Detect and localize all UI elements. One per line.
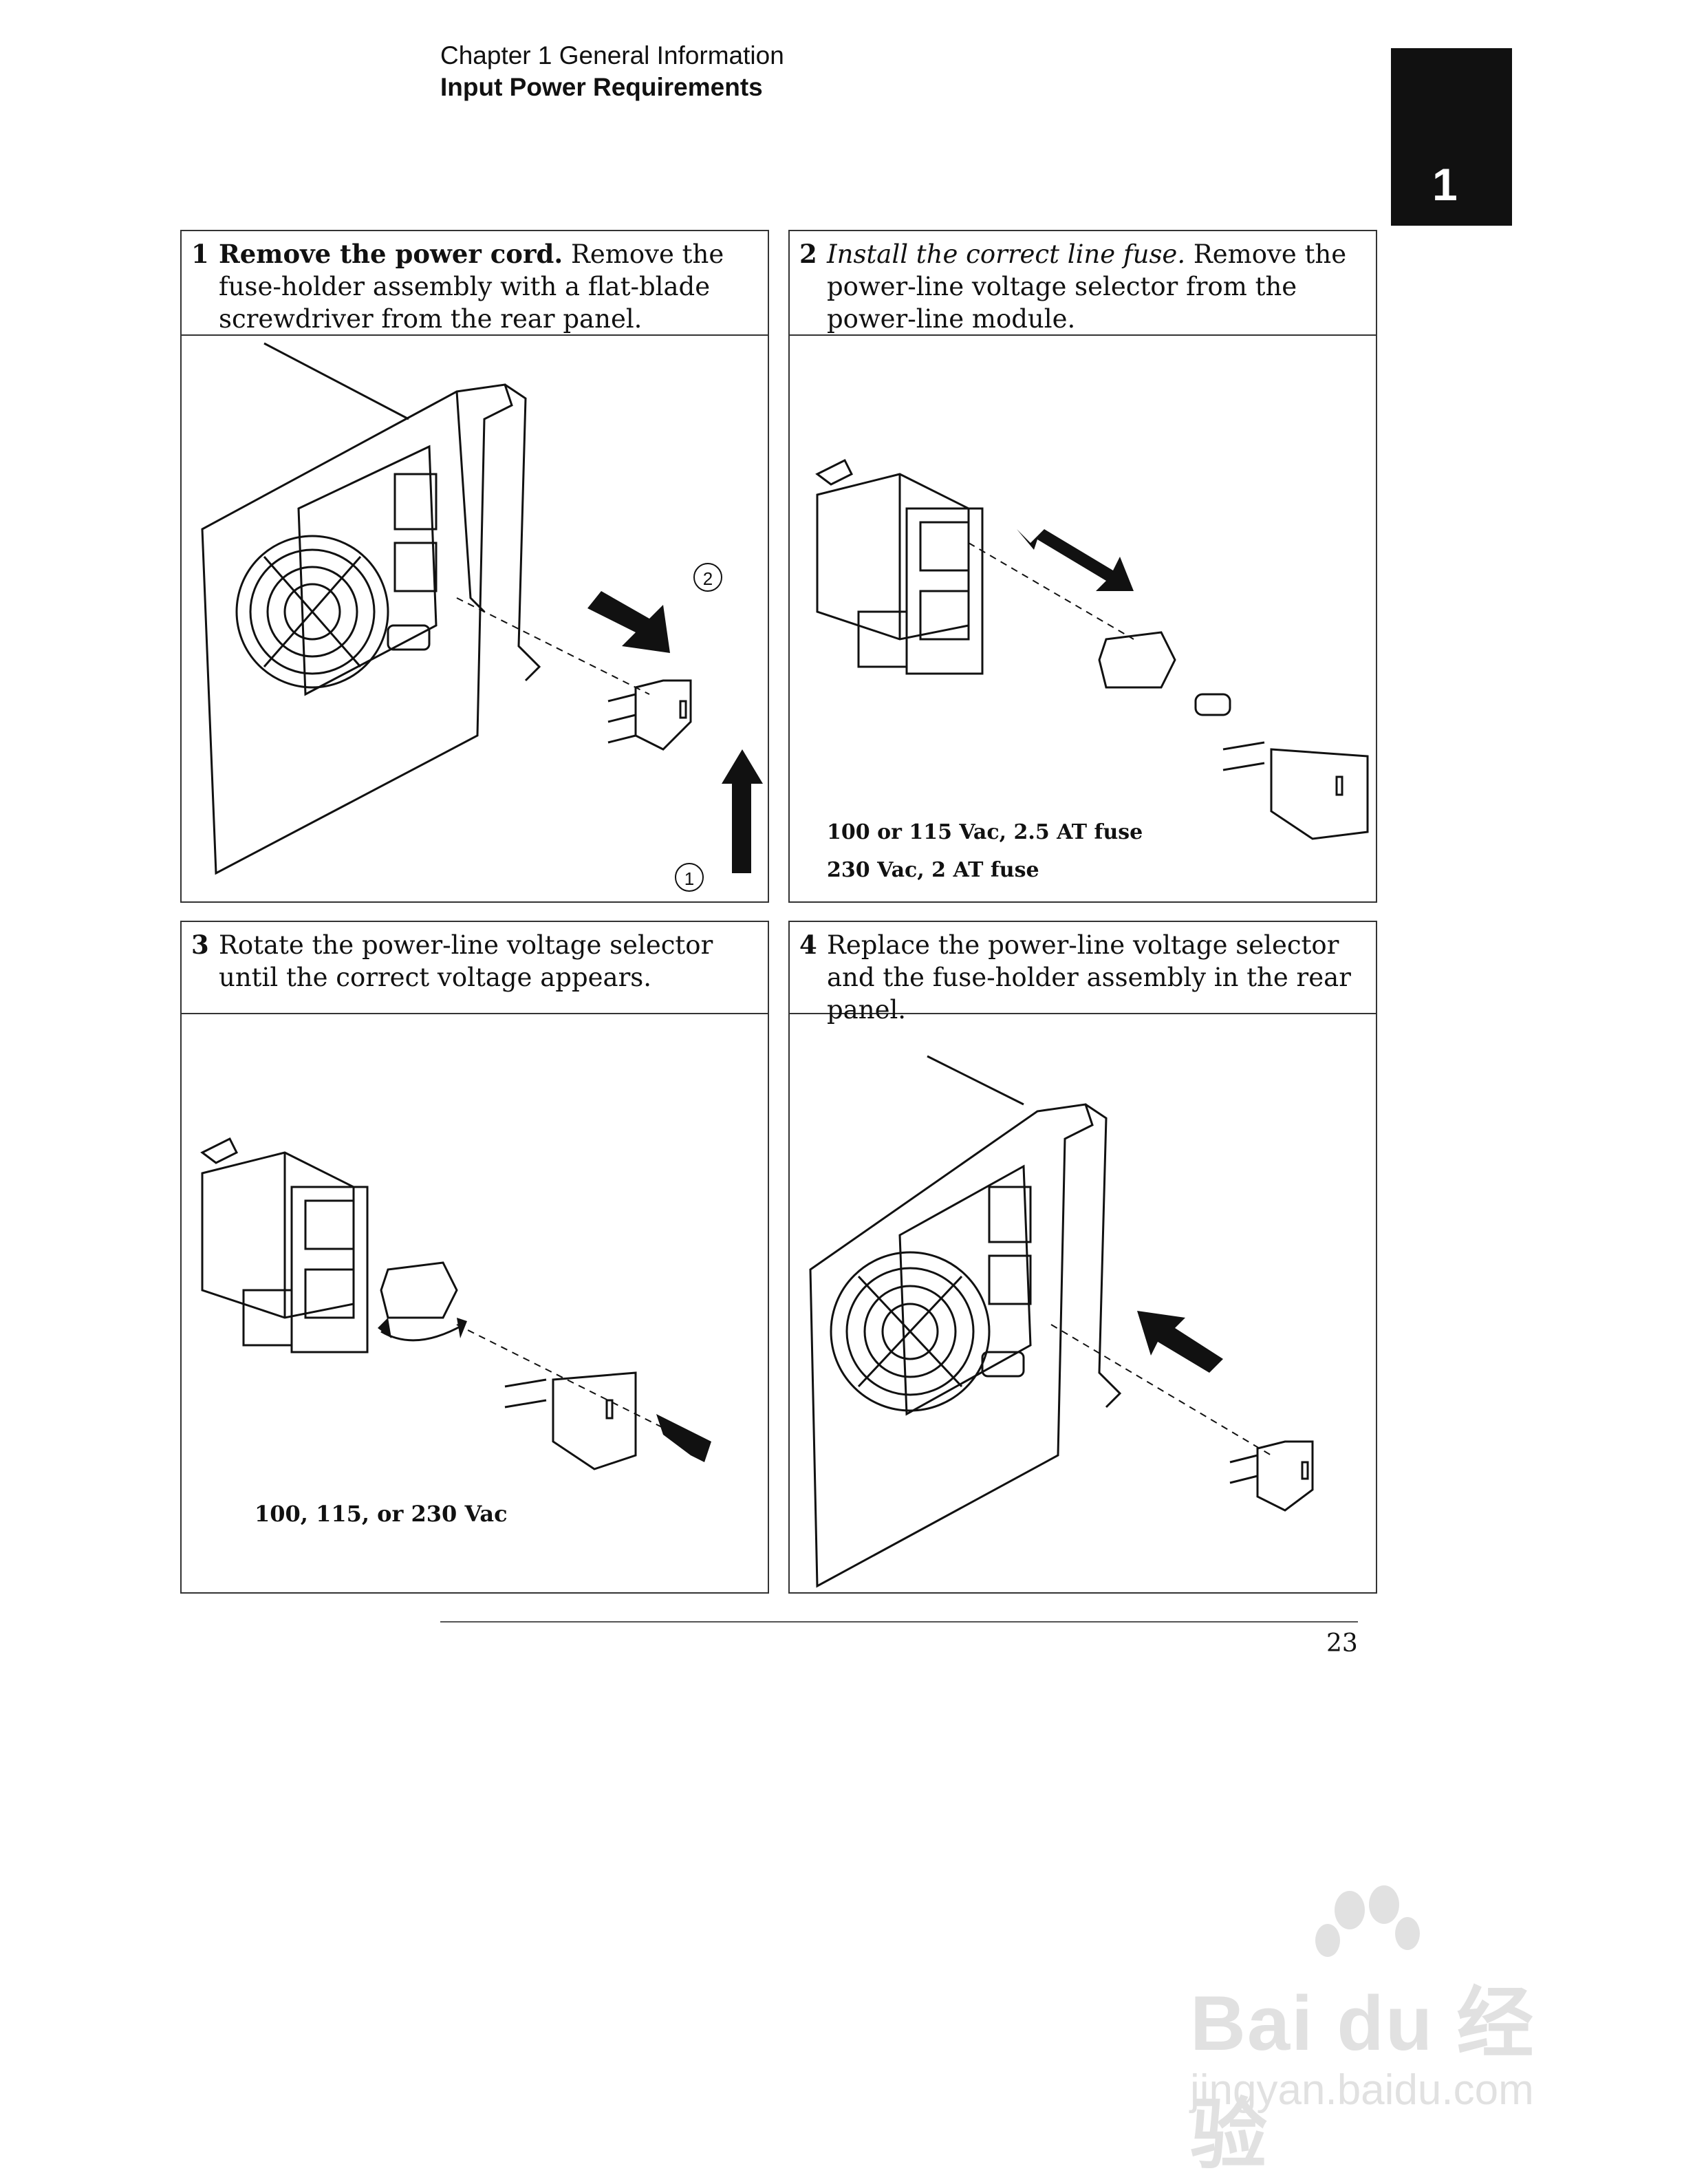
running-header-chapter: Chapter 1 General Information (440, 41, 784, 69)
step-2-lead: Install the correct line fuse. (827, 239, 1186, 269)
step-4-number: 4 (799, 930, 817, 960)
step-4-illustration (790, 1014, 1376, 1592)
step-1-illustration: 2 1 (182, 336, 768, 901)
step-2-text: Remove the power-line voltage selector f… (827, 239, 1347, 334)
watermark-url: jingyan.baidu.com (1190, 2066, 1534, 2114)
fuse-label-230: 230 Vac, 2 AT fuse (827, 858, 1039, 882)
step-3-panel: 3 Rotate the power-line voltage selector… (180, 921, 769, 1594)
step-4-text: Replace the power-line voltage selector … (827, 930, 1351, 1025)
step-3-text: Rotate the power-line voltage selector u… (219, 930, 713, 992)
step-2-number: 2 (799, 239, 817, 269)
callout-1: 1 (684, 868, 694, 889)
chapter-tab: 1 (1391, 48, 1512, 226)
footer-rule (440, 1621, 1358, 1623)
step-1-number: 1 (191, 239, 209, 269)
callout-2: 2 (703, 568, 713, 589)
step-1-panel: 1 Remove the power cord. Remove the fuse… (180, 230, 769, 903)
watermark: Bai du 经验 jingyan.baidu.com (1169, 1885, 1596, 2178)
rear-panel-replace-drawing (809, 1055, 1314, 1588)
step-4-panel: 4 Replace the power-line voltage selecto… (788, 921, 1377, 1594)
paw-logo-icon (1315, 1885, 1420, 1957)
rear-panel-removal-drawing: 2 1 (201, 342, 763, 892)
step-2-caption: 2 Install the correct line fuse. Remove … (790, 231, 1376, 336)
step-2-illustration: 100 or 115 Vac, 2.5 AT fuse 230 Vac, 2 A… (790, 336, 1376, 901)
step-3-number: 3 (191, 930, 209, 960)
voltage-label: 100, 115, or 230 Vac (255, 1501, 508, 1527)
step-1-lead: Remove the power cord. (219, 239, 563, 269)
step-4-caption: 4 Replace the power-line voltage selecto… (790, 922, 1376, 1025)
fuse-install-drawing: 100 or 115 Vac, 2.5 AT fuse 230 Vac, 2 A… (815, 458, 1369, 882)
page-number: 23 (1326, 1629, 1358, 1658)
step-3-caption: 3 Rotate the power-line voltage selector… (182, 922, 768, 1014)
step-2-panel: 2 Install the correct line fuse. Remove … (788, 230, 1377, 903)
watermark-brand: Bai du 经验 (1190, 1980, 1535, 2178)
callout-circles (675, 563, 722, 892)
chapter-tab-number: 1 (1432, 159, 1458, 210)
step-1-caption: 1 Remove the power cord. Remove the fuse… (182, 231, 768, 336)
selector-rotate-drawing: 100, 115, or 230 Vac (200, 1137, 711, 1527)
step-3-illustration: 100, 115, or 230 Vac (182, 1014, 768, 1592)
running-header-section: Input Power Requirements (440, 73, 763, 101)
fuse-label-100-115: 100 or 115 Vac, 2.5 AT fuse (827, 820, 1143, 844)
step-1-text: Remove the fuse-holder assembly with a f… (219, 239, 724, 334)
